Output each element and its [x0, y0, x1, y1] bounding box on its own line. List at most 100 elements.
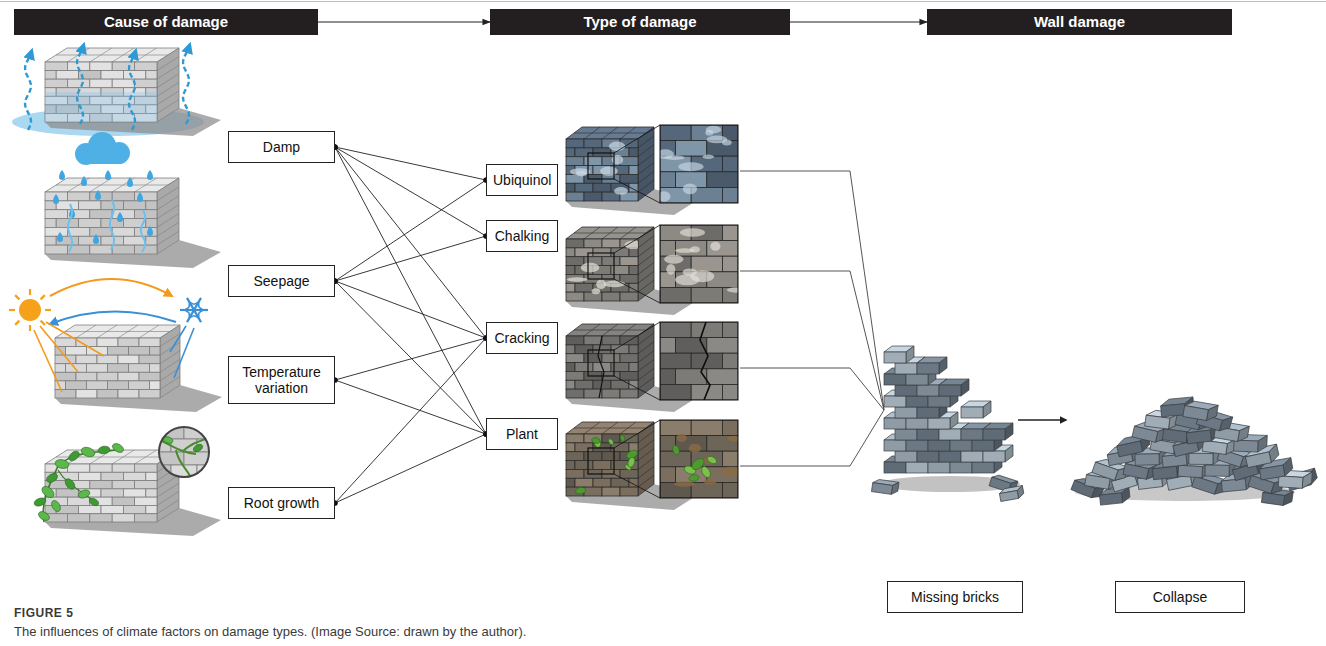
plant-illustration [602, 487, 620, 496]
temperature-illustration [118, 389, 139, 398]
sun-icon [9, 289, 51, 331]
loose-brick [1135, 454, 1159, 466]
chalking-illustration [629, 266, 638, 275]
root-growth-illustration [88, 497, 100, 507]
cracking-illustration [598, 336, 604, 398]
ubiquinol-illustration [620, 174, 638, 183]
damp-illustration [183, 44, 190, 124]
loose-brick [1206, 404, 1218, 422]
root-growth-illustration [45, 472, 59, 484]
cause-box: Root growth [228, 487, 335, 519]
loose-brick [895, 363, 917, 374]
zoom-detail [660, 420, 691, 436]
temperature-illustration [40, 326, 78, 372]
root-growth-illustration [79, 472, 101, 480]
relation-line [335, 147, 486, 236]
cracking-illustration [620, 371, 638, 380]
sun-icon [29, 289, 31, 295]
seepage-illustration [112, 192, 134, 201]
magnifier [158, 426, 210, 478]
seepage-illustration [137, 192, 143, 202]
temperature-illustration [108, 347, 129, 356]
ubiquinol-illustration [614, 125, 660, 153]
temperature-illustration [55, 325, 180, 338]
relation-line [335, 338, 486, 380]
progress-arrow [1018, 419, 1066, 421]
damage-type-box: Chalking [486, 220, 558, 252]
damage-type-box: Ubiquinol [486, 164, 558, 196]
seepage-illustration [45, 210, 67, 219]
seepage-illustration [112, 227, 134, 236]
ubiquinol-illustration [584, 192, 602, 201]
root-growth-illustration [101, 505, 123, 513]
node-label: Chalking [495, 228, 549, 244]
temperature-illustration [118, 372, 139, 381]
ubiquinol-illustration [600, 166, 618, 175]
loose-brick [906, 396, 928, 407]
chalking-illustration [596, 280, 606, 289]
chalking-illustration [603, 281, 625, 287]
zoom-detail [674, 481, 695, 486]
temperature-illustration [46, 322, 104, 356]
chalking-illustration [592, 288, 600, 294]
plant-illustration [566, 410, 884, 510]
chalking-illustration [602, 239, 620, 248]
temperature-illustration [139, 372, 160, 381]
seepage-illustration [79, 201, 101, 210]
damp-illustration [157, 48, 179, 122]
root-growth-illustration [67, 514, 89, 522]
root-growth-illustration [146, 472, 157, 480]
root-growth-illustration [79, 505, 101, 513]
seepage-illustration [45, 219, 56, 228]
loose-brick [1005, 423, 1013, 440]
loose-brick [871, 479, 899, 495]
root-growth-illustration [40, 484, 56, 500]
relation-line [335, 380, 486, 434]
loose-brick [972, 462, 994, 473]
root-growth-illustration [37, 510, 51, 522]
chalking-illustration [614, 225, 660, 253]
seepage-illustration [45, 245, 67, 254]
ubiquinol-illustration [638, 145, 654, 157]
root-growth-illustration [146, 489, 157, 497]
root-growth-illustration [90, 464, 112, 472]
temperature-illustration [129, 381, 150, 390]
seepage-illustration [157, 178, 179, 254]
temperature-illustration [65, 331, 170, 332]
cracking-illustration [598, 336, 604, 398]
zoom-detail [707, 369, 738, 385]
damp-illustration [90, 79, 112, 88]
loose-brick [939, 379, 969, 396]
plant-illustration [566, 478, 575, 487]
chalking-illustration [584, 239, 602, 248]
rain-cloud [75, 132, 130, 165]
loose-brick [928, 440, 950, 451]
ubiquinol-illustration [588, 153, 614, 179]
zoom-detail [660, 241, 676, 257]
cracking-illustration [638, 342, 654, 354]
damp-illustration [135, 62, 157, 71]
chalking-illustration [602, 257, 620, 266]
relation-line [335, 281, 486, 434]
node-label: Plant [506, 426, 538, 442]
loose-brick [1246, 452, 1272, 468]
temperature-illustration [66, 364, 87, 373]
seepage-illustration [147, 226, 153, 236]
seepage-illustration [135, 245, 157, 254]
loose-brick [950, 462, 972, 473]
temperature-illustration [50, 279, 172, 296]
plant-illustration [575, 443, 593, 452]
ubiquinol-illustration [566, 148, 575, 157]
ubiquinol-illustration [575, 148, 593, 157]
loose-brick [1123, 464, 1149, 480]
connectors [318, 22, 927, 506]
plant-illustration [566, 469, 584, 478]
damp-illustration [45, 62, 67, 71]
chalking-illustration [638, 262, 654, 274]
magnifier [192, 443, 204, 453]
temperature-illustration [34, 330, 62, 392]
root-growth-illustration [97, 445, 110, 454]
root-growth-illustration [135, 464, 157, 472]
wall-damage-box: Collapse [1115, 581, 1245, 613]
